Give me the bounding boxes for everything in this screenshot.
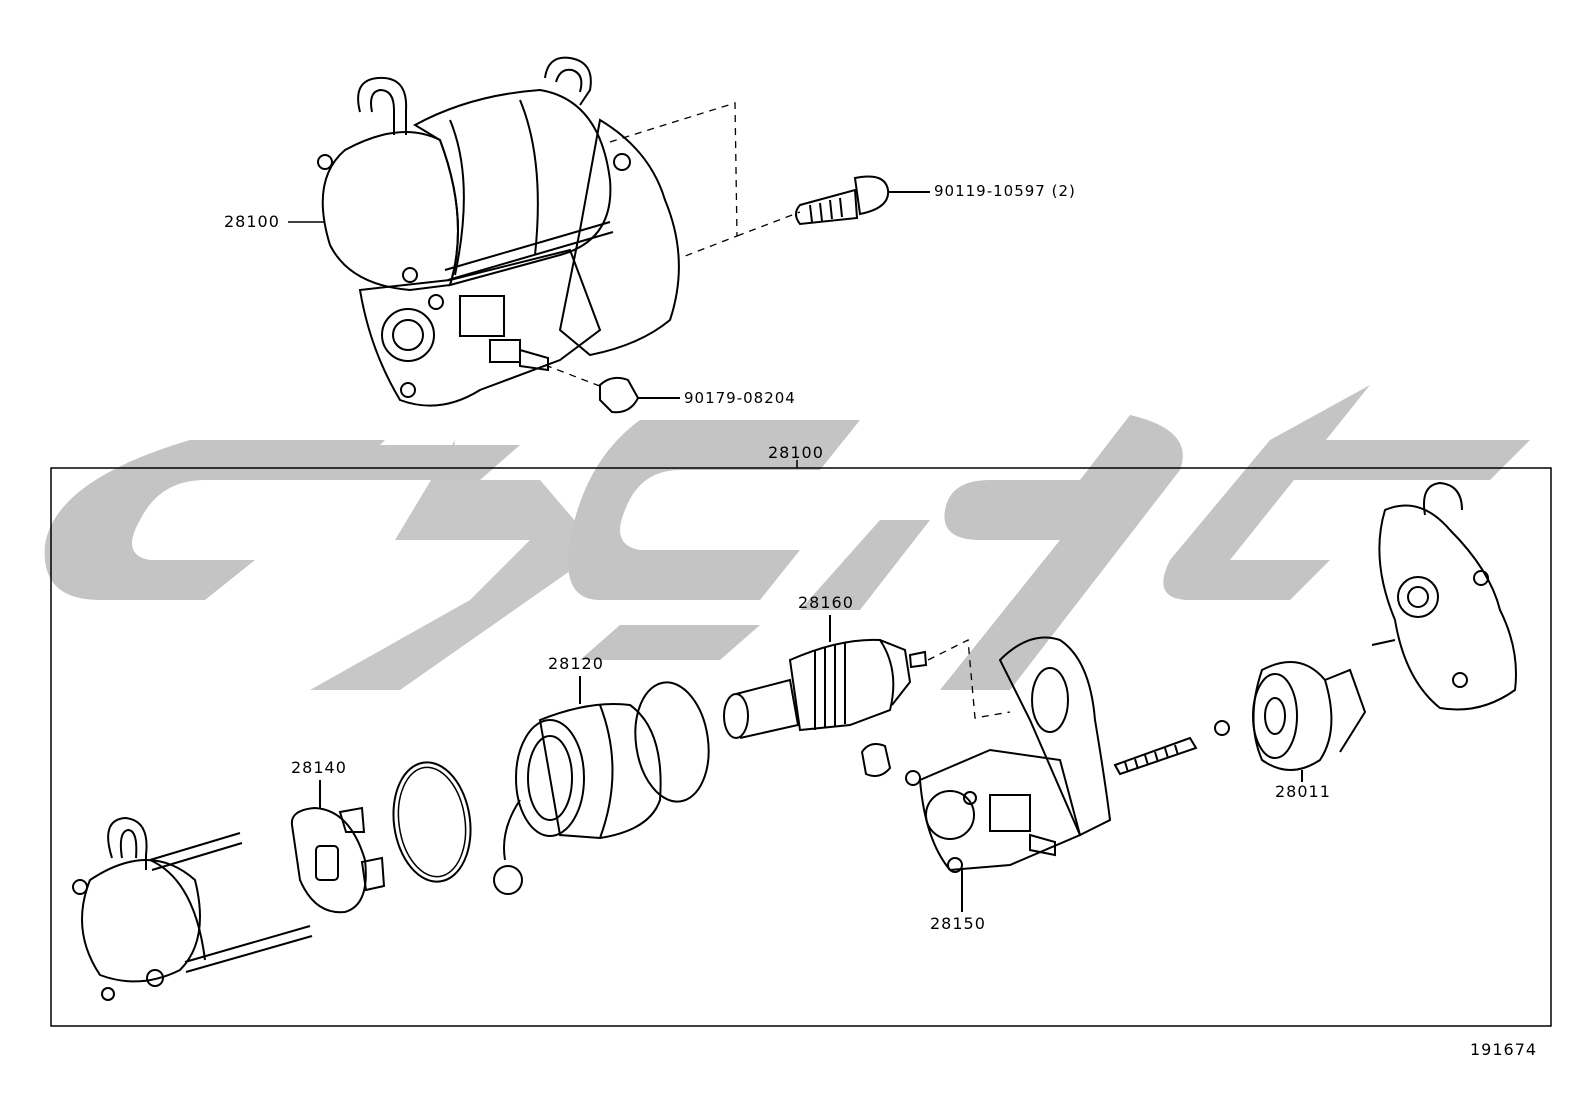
label-yoke: 28120 <box>548 654 604 673</box>
end-frame-part <box>72 816 313 1001</box>
o-ring-right <box>634 681 710 803</box>
steel-ball <box>1214 720 1230 736</box>
clutch-part <box>1252 661 1367 782</box>
watermark-logo <box>44 385 1530 690</box>
leader-dashes-top <box>544 102 801 389</box>
label-kit-box: 28100 <box>768 443 824 462</box>
leader-dashes-mid <box>927 638 1011 719</box>
label-clutch: 28011 <box>1275 782 1331 801</box>
label-figure-number: 191674 <box>1470 1040 1538 1059</box>
label-bolt: 90119-10597 (2) <box>934 182 1076 200</box>
bolt-part <box>795 175 930 226</box>
spring-part <box>1113 736 1198 776</box>
label-plunger: 28160 <box>798 593 854 612</box>
yoke-part <box>493 676 662 895</box>
nut-part <box>599 376 680 414</box>
label-housing: 28150 <box>930 914 986 933</box>
label-nut: 90179-08204 <box>684 389 796 407</box>
label-top-assembly: 28100 <box>224 212 280 231</box>
housing-part <box>905 636 1112 912</box>
armature-part <box>723 615 928 739</box>
kit-box <box>50 467 1552 1027</box>
starter-assembly-top <box>317 56 680 407</box>
brush-holder-part <box>290 780 386 914</box>
drive-end-frame-part <box>1371 481 1517 711</box>
label-brush-holder: 28140 <box>291 758 347 777</box>
o-ring-left <box>392 761 472 883</box>
small-nut <box>860 743 892 777</box>
